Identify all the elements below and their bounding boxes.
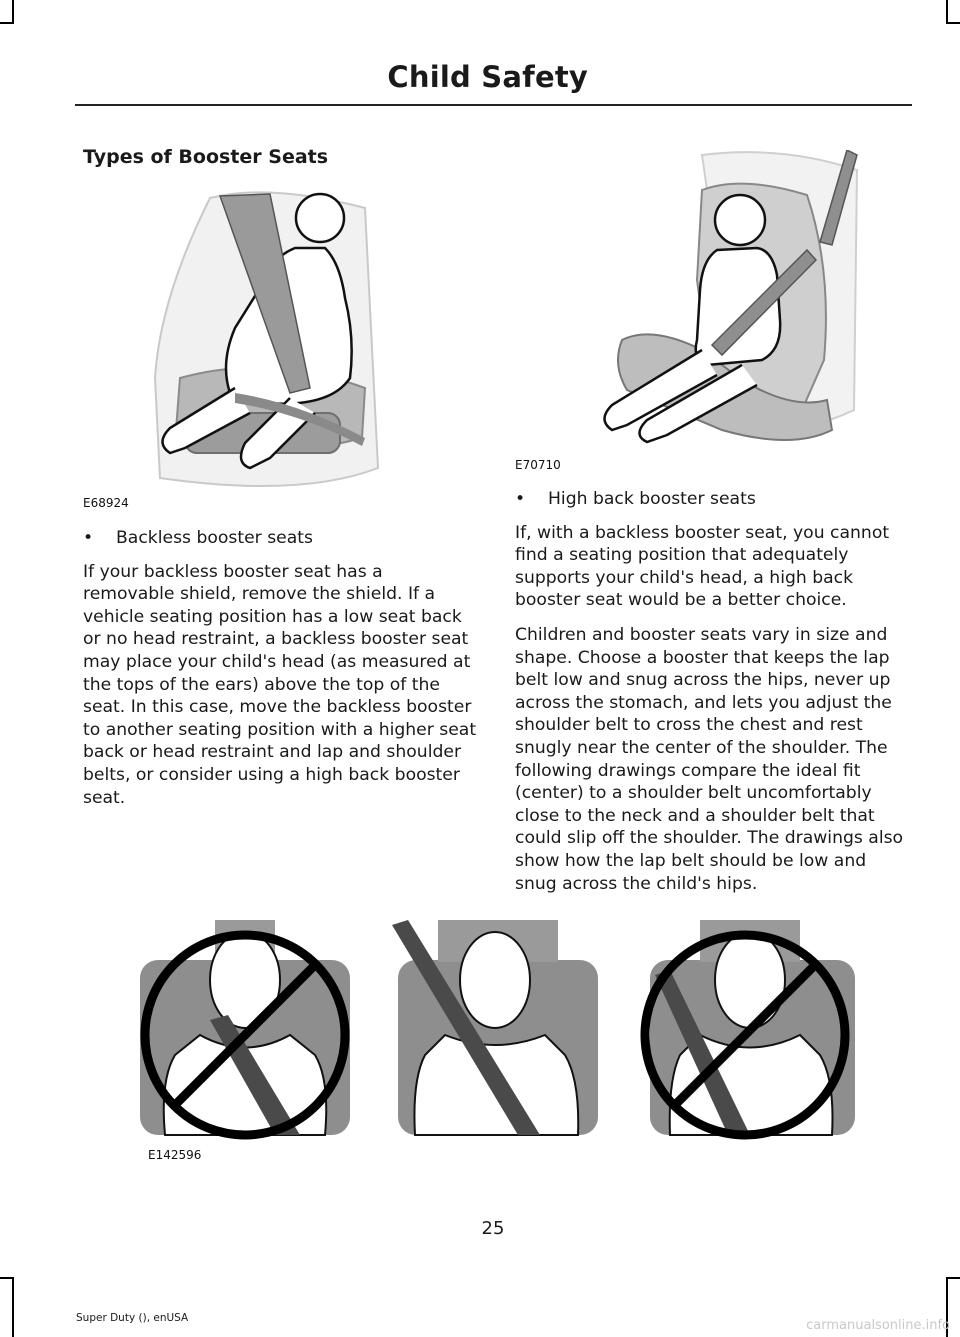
bullet-text: High back booster seats	[548, 489, 756, 509]
list-item: • Backless booster seats	[83, 527, 478, 550]
bullet-marker: •	[83, 528, 94, 548]
page-number: 25	[481, 1218, 505, 1239]
paragraph: Children and booster seats vary in size …	[515, 624, 904, 894]
crop-mark	[12, 0, 14, 24]
bullet-text: Backless booster seats	[116, 528, 313, 548]
watermark[interactable]: carmanualsonline.info	[806, 1318, 950, 1333]
crop-mark	[0, 1277, 14, 1279]
crop-mark	[946, 1277, 948, 1337]
high-back-booster-illustration	[603, 150, 859, 444]
page-title: Child Safety	[387, 60, 588, 94]
crop-mark	[946, 1277, 960, 1279]
figure-code: E70710	[515, 458, 561, 472]
figure-code: E68924	[83, 496, 129, 510]
backless-booster-illustration	[153, 191, 380, 487]
crop-mark	[12, 1277, 14, 1337]
belt-too-close-to-neck	[140, 920, 350, 1140]
belt-correct-fit	[392, 920, 598, 1136]
left-column: • Backless booster seats If your backles…	[83, 527, 478, 821]
crop-mark	[0, 22, 14, 24]
paragraph: If your backless booster seat has a remo…	[83, 561, 477, 808]
footer-text: Super Duty (), enUSA	[76, 1312, 189, 1324]
right-column: • High back booster seats If, with a bac…	[515, 488, 910, 907]
list-item: • High back booster seats	[515, 488, 910, 511]
crop-mark	[946, 22, 960, 24]
crop-mark	[946, 0, 948, 24]
bullet-marker: •	[515, 489, 526, 509]
figure-code: E142596	[148, 1148, 202, 1162]
belt-fit-comparison-illustration	[140, 920, 855, 1140]
belt-slipping-off-shoulder	[640, 920, 855, 1140]
header-divider	[75, 104, 912, 106]
paragraph: If, with a backless booster seat, you ca…	[515, 522, 890, 611]
section-heading: Types of Booster Seats	[83, 146, 329, 168]
